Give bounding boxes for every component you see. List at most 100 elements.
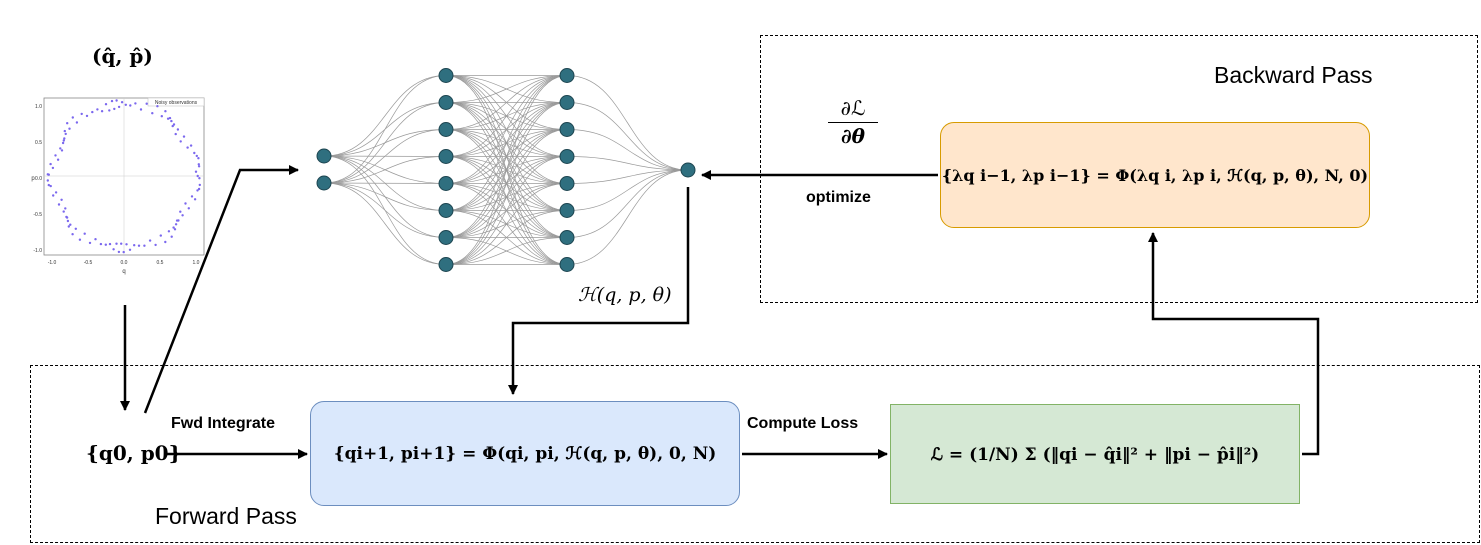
scatter-point	[57, 203, 61, 206]
network-node	[559, 95, 575, 110]
scatter-point	[177, 219, 180, 222]
scatter-point	[68, 127, 71, 130]
scatter-point	[189, 144, 193, 147]
scatter-point	[110, 99, 114, 103]
scatter-point	[74, 227, 78, 230]
integrate-equation: {qi+1, pi+1} = Φ(qi, pi, ℋ(q, p, θ), 0, …	[333, 444, 717, 464]
network-edge	[445, 102, 568, 265]
scatter-point	[115, 242, 118, 245]
scatter-point	[62, 139, 65, 142]
scatter-point	[64, 207, 67, 210]
network-edge	[323, 182, 447, 184]
scatter-xtick: 1.0	[193, 260, 200, 266]
scatter-legend-text: Noisy observations	[155, 100, 198, 106]
scatter-point	[117, 250, 121, 254]
network-node	[438, 230, 454, 245]
scatter-point	[96, 108, 99, 111]
scatter-point	[60, 198, 63, 201]
scatter-point	[160, 115, 163, 118]
network-node	[559, 68, 575, 83]
network-nodes	[316, 68, 696, 272]
scatter-xtick: 0.0	[121, 260, 128, 266]
scatter-point	[69, 223, 72, 226]
scatter-point	[172, 226, 175, 229]
scatter-point	[197, 157, 200, 160]
integrate-equation-box: {qi+1, pi+1} = Φ(qi, pi, ℋ(q, p, θ), 0, …	[310, 401, 740, 506]
network-edge	[566, 102, 689, 171]
network-edge	[566, 75, 689, 171]
network-node	[316, 175, 332, 191]
loss-equation-box: ℒ = (1/N) Σ (‖qi − q̂i‖² + ‖pi − p̂i‖²)	[890, 404, 1300, 504]
scatter-point	[67, 225, 71, 228]
observations-label: (q̂, p̂)	[92, 44, 153, 68]
network-node	[438, 95, 454, 110]
scatter-point	[190, 195, 194, 198]
scatter-point	[128, 248, 132, 251]
scatter-point	[174, 223, 178, 226]
network-edge	[445, 75, 568, 103]
scatter-point	[166, 117, 170, 120]
scatter-xtick: -1.0	[48, 260, 57, 266]
network-edge	[566, 169, 689, 238]
forward-pass-title: Forward Pass	[155, 503, 297, 529]
arrow-loss-to-adjoint	[1148, 232, 1320, 456]
scatter-point	[198, 177, 201, 180]
scatter-point	[104, 243, 108, 246]
scatter-point	[52, 194, 55, 197]
scatter-point	[171, 124, 174, 128]
scatter-point	[145, 102, 148, 105]
network-edge	[445, 75, 568, 265]
backward-pass-region	[760, 35, 1478, 303]
scatter-point	[186, 146, 189, 149]
scatter-point	[61, 141, 65, 145]
scatter-point	[66, 122, 69, 125]
network-edge	[445, 75, 568, 238]
network-edge	[445, 75, 568, 157]
scatter-point	[108, 242, 112, 246]
network-node	[438, 68, 454, 83]
network-node	[559, 230, 575, 245]
scatter-point	[47, 183, 50, 187]
network-node	[438, 149, 454, 164]
scatter-point	[148, 239, 152, 242]
fwd-integrate-label: Fwd Integrate	[171, 415, 276, 432]
network-node	[680, 162, 696, 178]
scatter-point	[124, 103, 128, 107]
scatter-points	[46, 99, 201, 254]
scatter-point	[99, 242, 103, 246]
scatter-point	[94, 238, 97, 241]
network-node	[559, 149, 575, 164]
scatter-point	[78, 238, 82, 241]
scatter-point	[85, 114, 89, 118]
scatter-point	[65, 216, 69, 219]
network-edge	[445, 183, 568, 265]
adjoint-equation-box: {λq i−1, λp i−1} = Φ(λq i, λp i, ℋ(q, p,…	[940, 122, 1370, 228]
scatter-point	[179, 210, 182, 213]
scatter-point	[63, 137, 66, 140]
scatter-point	[170, 235, 173, 238]
scatter-point	[193, 151, 196, 155]
network-edge	[445, 75, 568, 211]
scatter-point	[54, 191, 58, 194]
scatter-point	[60, 149, 64, 152]
network-edge	[445, 210, 568, 265]
scatter-point	[46, 179, 49, 182]
scatter-point	[133, 244, 136, 247]
scatter-point	[195, 154, 198, 158]
scatter-point	[46, 173, 49, 176]
scatter-point	[182, 135, 186, 138]
scatter-ylabel: p	[31, 176, 35, 182]
scatter-point	[159, 234, 162, 237]
scatter-point	[71, 116, 75, 119]
scatter-point	[112, 248, 115, 251]
scatter-point	[156, 105, 159, 108]
scatter-point	[167, 230, 171, 233]
scatter-xlabel: q	[122, 269, 125, 275]
scatter-point	[164, 240, 167, 244]
scatter-point	[173, 228, 177, 231]
scatter-point	[134, 102, 137, 105]
scatter-ytick: 1.0	[35, 104, 42, 110]
scatter-point	[143, 244, 146, 247]
scatter-legend	[147, 97, 205, 107]
